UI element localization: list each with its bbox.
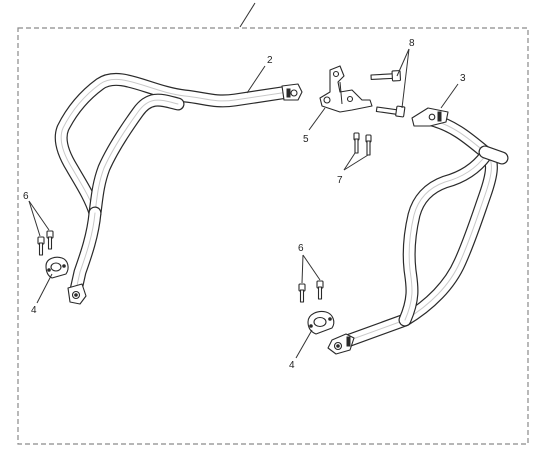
callout-4-right: 4: [289, 360, 295, 371]
callout-6-right: 6: [298, 243, 304, 254]
bolt-6-right-a: [298, 283, 306, 303]
leader-6la: [28, 200, 41, 237]
bolt-6-right-b: [316, 280, 324, 300]
callout-2: 2: [267, 55, 273, 66]
bolt-6-left-a: [37, 236, 45, 256]
leader-2: [246, 65, 266, 94]
leader-8a: [396, 48, 410, 77]
leader-5: [308, 107, 326, 131]
clamp-4-right: [307, 310, 335, 335]
bolt-8-upper: [370, 70, 402, 82]
bolt-6-left-b: [46, 230, 54, 250]
callout-6-left: 6: [23, 191, 29, 202]
callout-5: 5: [303, 134, 309, 145]
leader-4l: [36, 273, 53, 304]
leader-7a: [343, 152, 356, 171]
callout-7: 7: [337, 175, 343, 186]
bolt-7-right: [365, 134, 372, 156]
left-crash-bar: [54, 72, 303, 305]
bolt-8-lower: [375, 105, 406, 118]
leader-7b: [343, 154, 369, 171]
leader-3: [440, 83, 459, 109]
leader-6lb: [28, 200, 50, 231]
kit-frame: [17, 27, 529, 445]
clamp-4-left: [45, 256, 69, 279]
callout-8: 8: [409, 38, 415, 49]
leader-4r: [295, 329, 313, 359]
kit-leader-line: [239, 2, 256, 28]
leader-8b: [401, 48, 410, 109]
mounting-bracket: [319, 65, 373, 113]
right-crash-bar: [327, 107, 509, 355]
leader-6ra: [301, 254, 304, 284]
bolt-7-left: [353, 132, 360, 154]
leader-6rb: [302, 254, 321, 281]
callout-4-left: 4: [31, 305, 37, 316]
callout-3: 3: [460, 73, 466, 84]
